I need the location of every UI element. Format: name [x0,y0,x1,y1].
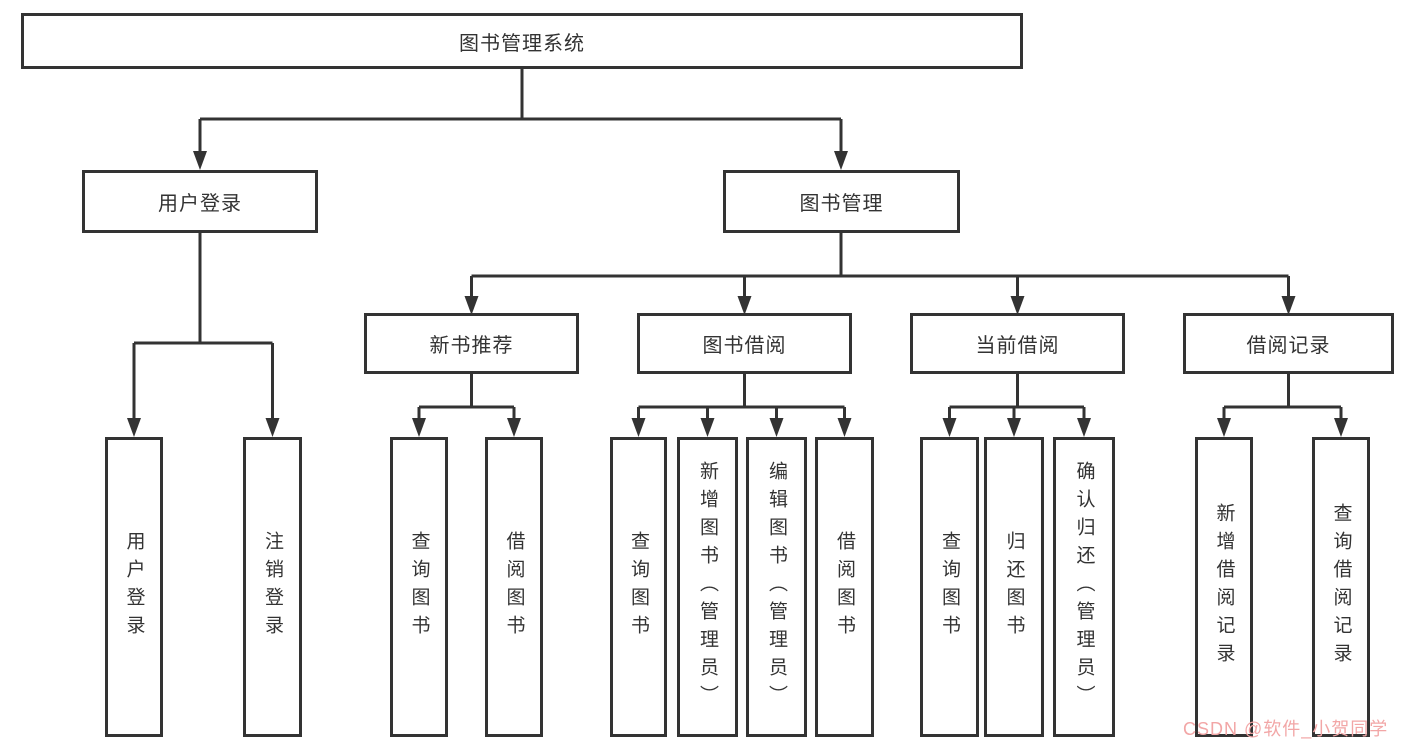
leaf-user-login-label: 用户登录 [123,531,145,643]
leaf-borrow-edit: 编辑图书（管理员） [746,437,807,737]
node-book-mgmt-label: 图书管理 [799,193,884,215]
leaf-current-confirm-label: 确认归还（管理员） [1073,461,1095,713]
leaf-records-add-label: 新增借阅记录 [1213,503,1235,671]
leaf-borrow-add-label: 新增图书（管理员） [697,461,718,713]
connector-bookborrow-to-children [637,374,846,420]
leaf-borrow-borrow-label: 借阅图书 [834,531,855,643]
leaf-logout-label: 注销登录 [262,531,283,643]
leaf-newbooks-query-label: 查询图书 [408,531,430,643]
node-book-borrow-label: 图书借阅 [702,335,787,357]
node-current-borrow-label: 当前借阅 [975,335,1060,357]
connector-bookmgmt-to-level3 [470,233,1290,298]
leaf-borrow-add: 新增图书（管理员） [677,437,738,737]
node-current-borrow: 当前借阅 [910,313,1125,374]
leaf-current-query: 查询图书 [920,437,979,737]
node-new-books-label: 新书推荐 [429,335,514,357]
connector-newbooks-to-children [417,374,516,420]
node-book-borrow: 图书借阅 [637,313,852,374]
leaf-newbooks-query: 查询图书 [390,437,448,737]
node-user-login: 用户登录 [82,170,318,233]
leaf-newbooks-borrow-label: 借阅图书 [503,531,525,643]
connector-userlogin-to-children [132,233,274,420]
arrowheads [127,151,1348,437]
leaf-records-add: 新增借阅记录 [1195,437,1253,737]
leaf-current-return: 归还图书 [984,437,1044,737]
node-new-books: 新书推荐 [364,313,579,374]
leaf-borrow-query-label: 查询图书 [628,531,649,643]
leaf-records-query-label: 查询借阅记录 [1330,503,1352,671]
leaf-current-confirm: 确认归还（管理员） [1053,437,1115,737]
leaf-logout: 注销登录 [243,437,302,737]
connector-borrowrecords-to-children [1222,374,1343,420]
node-user-login-label: 用户登录 [158,193,242,215]
connector-currentborrow-to-children [948,374,1086,420]
node-book-mgmt: 图书管理 [723,170,960,233]
leaf-current-query-label: 查询图书 [939,531,960,643]
node-root-label: 图书管理系统 [459,32,585,55]
node-borrow-records-label: 借阅记录 [1246,335,1331,357]
watermark-text: CSDN @软件_小贺同学 [1183,719,1389,739]
leaf-current-return-label: 归还图书 [1003,531,1025,643]
node-borrow-records: 借阅记录 [1183,313,1394,374]
leaf-newbooks-borrow: 借阅图书 [485,437,543,737]
node-root: 图书管理系统 [21,13,1023,69]
leaf-records-query: 查询借阅记录 [1312,437,1370,737]
leaf-borrow-query: 查询图书 [610,437,667,737]
connector-root-to-level2 [198,69,843,153]
leaf-user-login: 用户登录 [105,437,163,737]
leaf-borrow-borrow: 借阅图书 [815,437,874,737]
leaf-borrow-edit-label: 编辑图书（管理员） [766,461,787,713]
